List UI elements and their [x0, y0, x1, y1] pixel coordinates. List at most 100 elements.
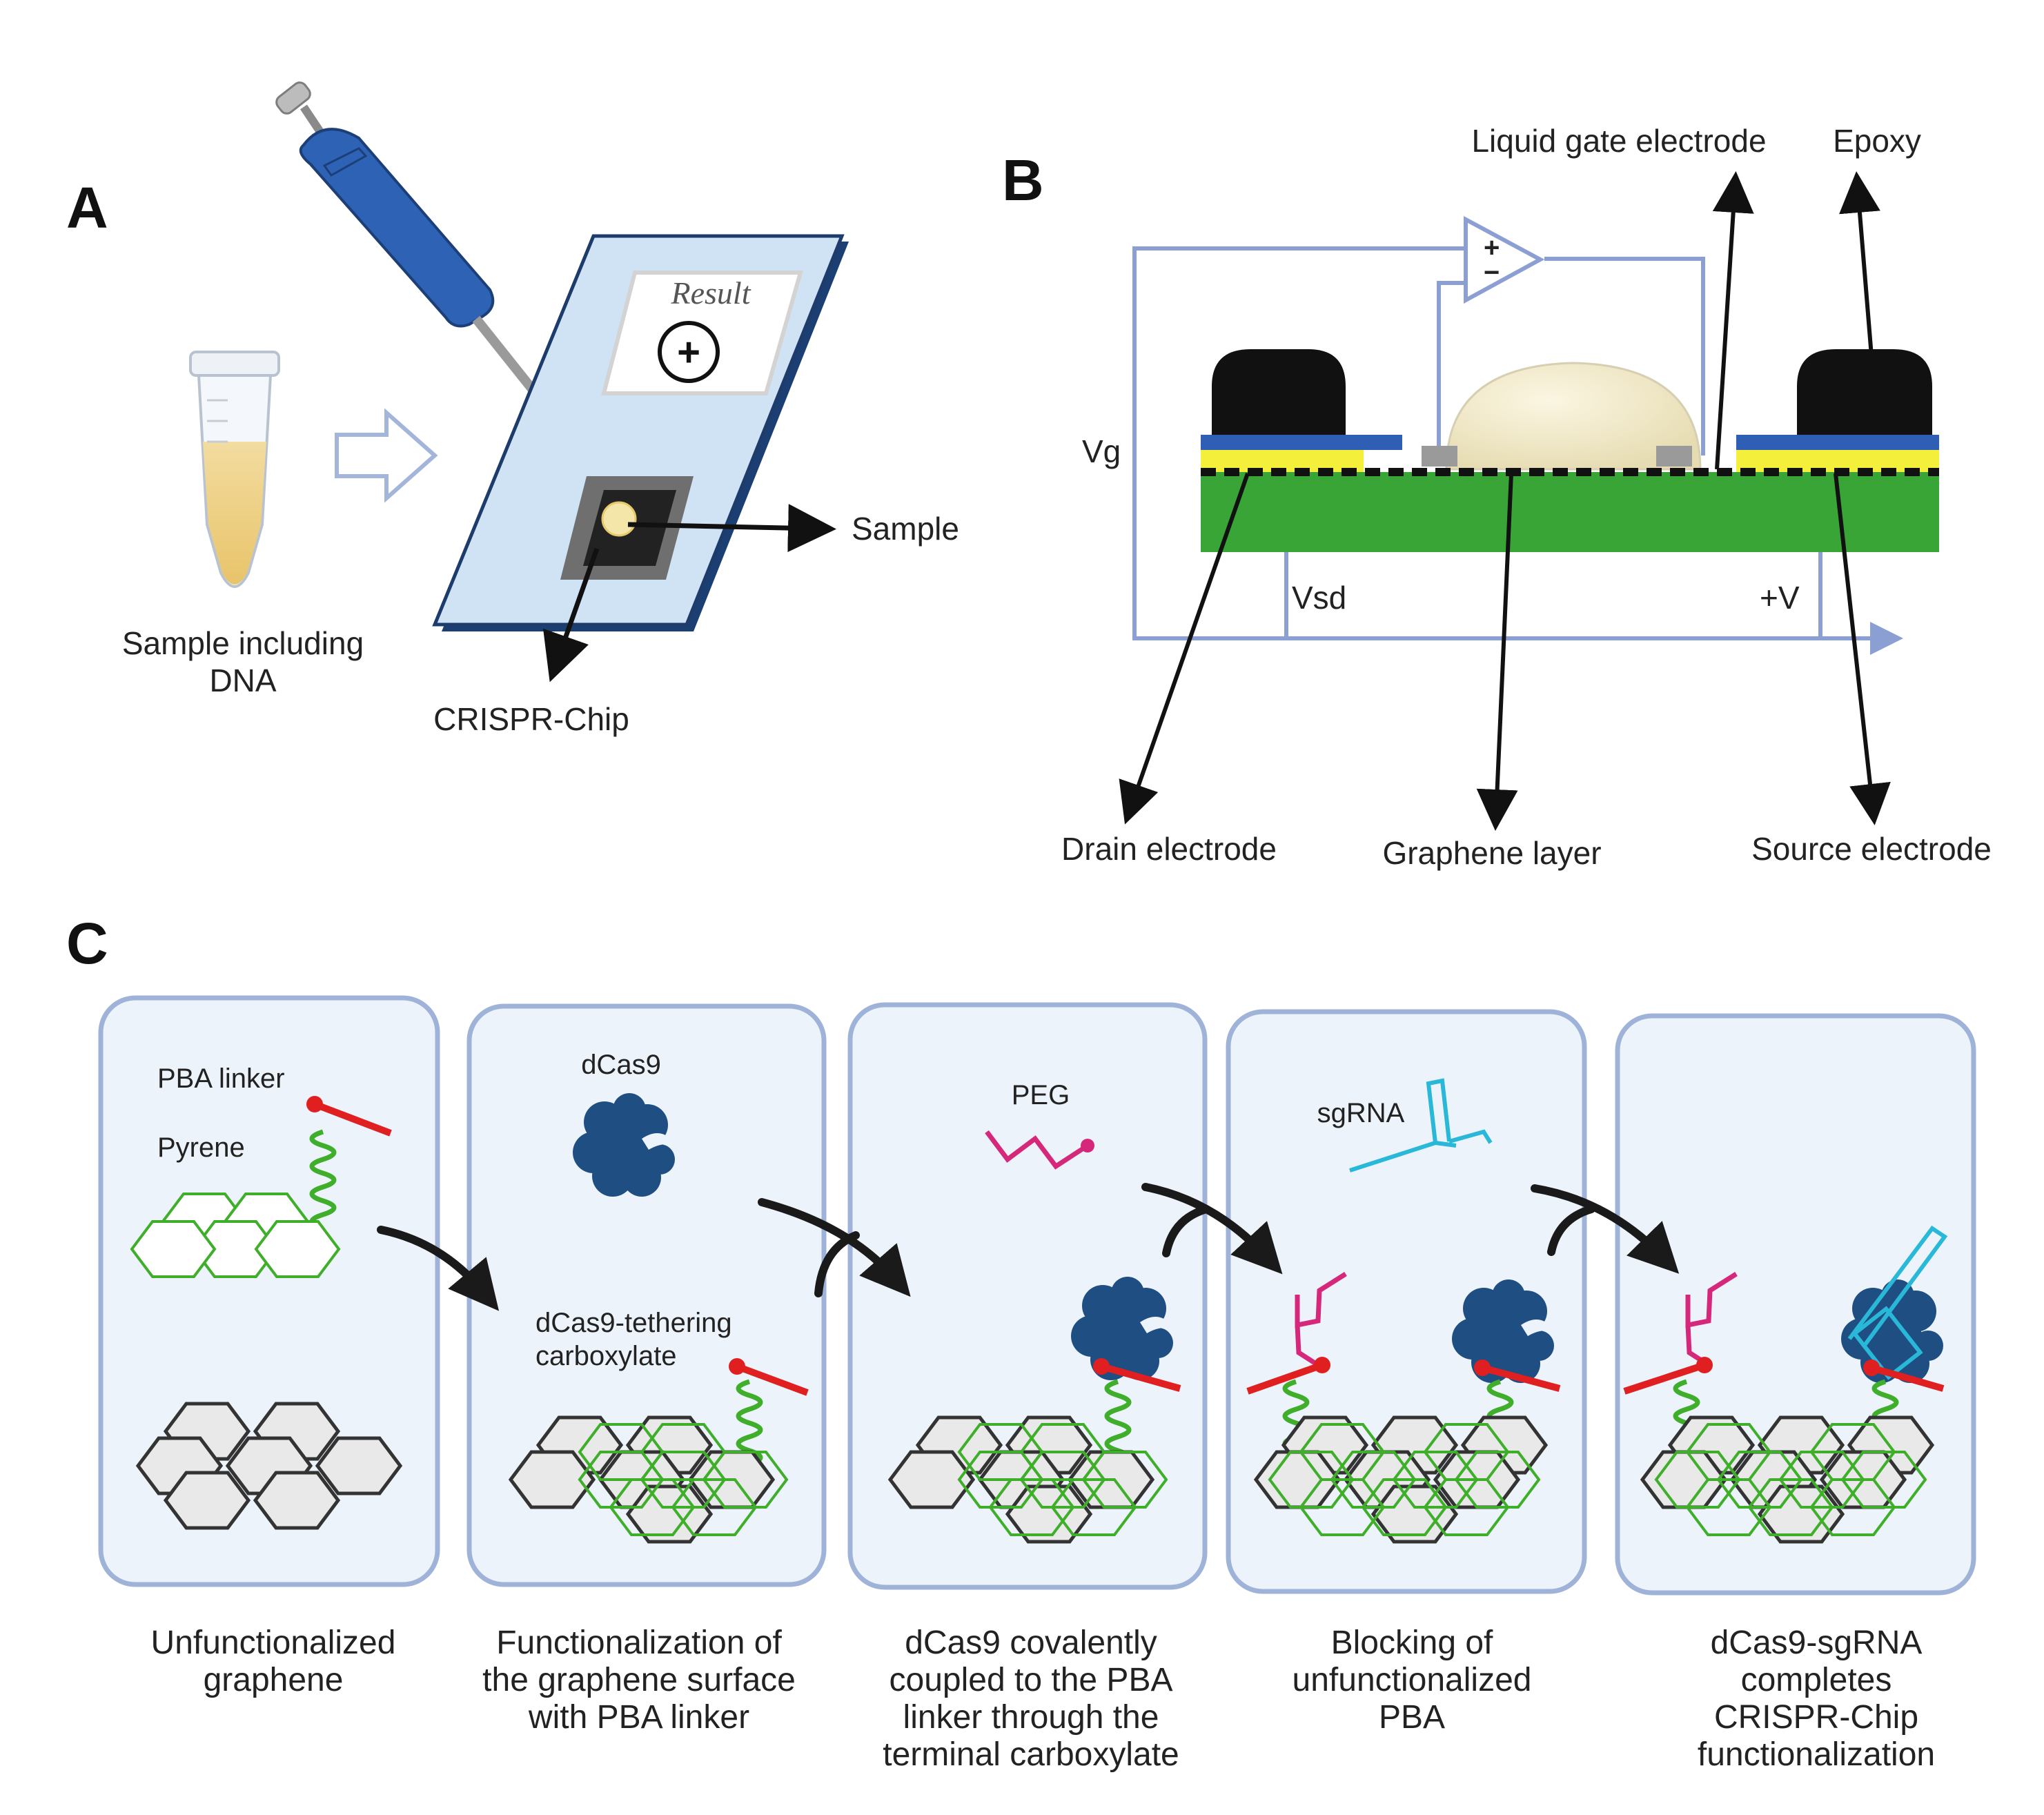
dcas9-cleft-4: [1521, 1319, 1555, 1336]
caption-step5: dCas9-sgRNA completes CRISPR-Chip functi…: [1698, 1625, 1935, 1773]
source-arrow: [1834, 473, 1891, 825]
step-arrow-4-tail: [1547, 1205, 1595, 1256]
sample-label-line2: DNA: [209, 663, 276, 698]
vg-label: Vg: [1082, 433, 1121, 469]
caption-step3-line4: terminal carboxylate: [883, 1736, 1179, 1773]
chip-label: CRISPR-Chip: [433, 701, 629, 737]
sample-arrow-label: Sample: [852, 511, 959, 547]
sgrna-strand: [1349, 1078, 1493, 1173]
epoxy-label: Epoxy: [1833, 123, 1921, 159]
transistor-stack: [1201, 349, 1939, 552]
peg-chain: [985, 1130, 1089, 1170]
caption-step2: Functionalization of the graphene surfac…: [482, 1625, 796, 1736]
tether-label-line2: carboxylate: [535, 1341, 677, 1371]
op-amp-minus: −: [1484, 257, 1500, 288]
panel-b-letter: B: [1002, 148, 1044, 213]
op-amp-plus: +: [1484, 233, 1500, 263]
op-amp-symbol: + −: [1464, 215, 1545, 304]
linker-bar-5: [1870, 1364, 1945, 1392]
peg-chain-5: [1685, 1272, 1738, 1328]
blocked-linker-bar-5: [1623, 1362, 1706, 1395]
vsd-label: Vsd: [1292, 580, 1346, 616]
step-arrow-2: [758, 1198, 911, 1297]
tether-end: [729, 1358, 745, 1375]
dcas9-label: dCas9: [581, 1050, 661, 1080]
linker-bar-3: [1100, 1363, 1181, 1392]
linker-end-3: [1093, 1358, 1110, 1375]
liquid-gate-arrow: [1712, 171, 1754, 470]
step5-content: [1623, 1225, 1948, 1542]
pba-linker-end: [306, 1096, 323, 1112]
peg-end: [1081, 1139, 1094, 1152]
step-arrow-2-tail: [814, 1231, 860, 1297]
blocked-linker-bar: [1246, 1362, 1324, 1395]
tether-label-line1: dCas9-tethering: [535, 1308, 732, 1338]
dcas9-cleft-3: [1140, 1317, 1175, 1333]
peg-label: PEG: [1012, 1080, 1070, 1110]
blocked-linker-end: [1314, 1357, 1330, 1373]
linker-end-5: [1863, 1360, 1880, 1376]
caption-step4-line2: unfunctionalized: [1293, 1662, 1532, 1698]
sample-arrow: [627, 504, 836, 553]
blocked-linker-end-5: [1696, 1357, 1713, 1373]
caption-step4-line1: Blocking of: [1331, 1625, 1493, 1661]
step-arrow-1: [377, 1226, 500, 1311]
liquid-gate-label: Liquid gate electrode: [1471, 123, 1766, 159]
dcas9-cleft: [642, 1133, 676, 1150]
step-arrow-3-tail: [1162, 1205, 1210, 1257]
peg-chain-4: [1295, 1272, 1347, 1328]
drain-arrow: [1119, 473, 1250, 825]
plus-v-label: +V: [1760, 580, 1800, 616]
epoxy-arrow: [1839, 171, 1880, 373]
caption-step4: Blocking of unfunctionalized PBA: [1293, 1625, 1532, 1736]
caption-step2-line2: the graphene surface: [482, 1662, 796, 1698]
sample-tube: [189, 351, 280, 588]
caption-step1: Unfunctionalized graphene: [151, 1625, 396, 1698]
step4-content: sgRNA: [1246, 1078, 1561, 1542]
caption-step5-line3: CRISPR-Chip: [1714, 1699, 1918, 1736]
step2-content: dCas9 dCas9-tethering carboxylate: [511, 1050, 809, 1542]
pba-linker-bar: [313, 1101, 392, 1137]
panel-a: A Sample including DNA Resu: [66, 81, 959, 737]
caption-step3-line2: coupled to the PBA: [890, 1662, 1173, 1698]
step3-content: PEG: [890, 1080, 1181, 1542]
caption-step5-line2: completes: [1741, 1662, 1892, 1698]
transfer-arrow-icon: [335, 408, 438, 503]
caption-step5-line1: dCas9-sgRNA: [1711, 1625, 1923, 1661]
crispr-chip-device: Result +: [432, 234, 849, 631]
caption-step3: dCas9 covalently coupled to the PBA link…: [883, 1625, 1179, 1773]
source-label: Source electrode: [1751, 831, 1992, 867]
sgrna-bound: [1847, 1225, 1948, 1380]
panel-b: B + − Vg Vsd +: [1002, 123, 1992, 871]
step1-content: PBA linker Pyrene: [130, 1063, 400, 1528]
caption-step3-line3: linker through the: [903, 1699, 1159, 1736]
pba-linker-label: PBA linker: [157, 1063, 285, 1094]
panel-c-letter: C: [66, 911, 108, 976]
sgrna-label: sgRNA: [1317, 1098, 1405, 1128]
drain-label: Drain electrode: [1061, 831, 1277, 867]
caption-step4-line3: PBA: [1379, 1699, 1445, 1736]
pyrene-label: Pyrene: [157, 1132, 245, 1163]
chip-arrow: [542, 547, 600, 683]
step-arrow-3: [1141, 1183, 1283, 1275]
graphene-arrow: [1476, 473, 1518, 831]
graphene-label: Graphene layer: [1382, 835, 1601, 871]
tether-bar: [736, 1363, 809, 1396]
panel-a-letter: A: [66, 175, 108, 240]
linker-bar-4: [1481, 1364, 1561, 1392]
peg-chain-4b: [1295, 1324, 1319, 1367]
linker-end-4: [1474, 1360, 1491, 1376]
sample-label-line1: Sample including: [122, 625, 364, 661]
caption-step2-line3: with PBA linker: [528, 1699, 749, 1736]
result-positive-symbol: +: [677, 330, 700, 375]
caption-step3-line1: dCas9 covalently: [905, 1625, 1157, 1661]
caption-step2-line1: Functionalization of: [496, 1625, 782, 1661]
caption-step1-line1: Unfunctionalized: [151, 1625, 396, 1661]
result-label: Result: [671, 275, 751, 311]
panel-c: C PBA linker Pyrene: [66, 911, 1976, 1773]
step-arrow-4: [1531, 1184, 1680, 1274]
caption-step5-line4: functionalization: [1698, 1736, 1935, 1773]
result-positive-icon: [658, 321, 720, 383]
caption-step1-line2: graphene: [204, 1662, 344, 1698]
